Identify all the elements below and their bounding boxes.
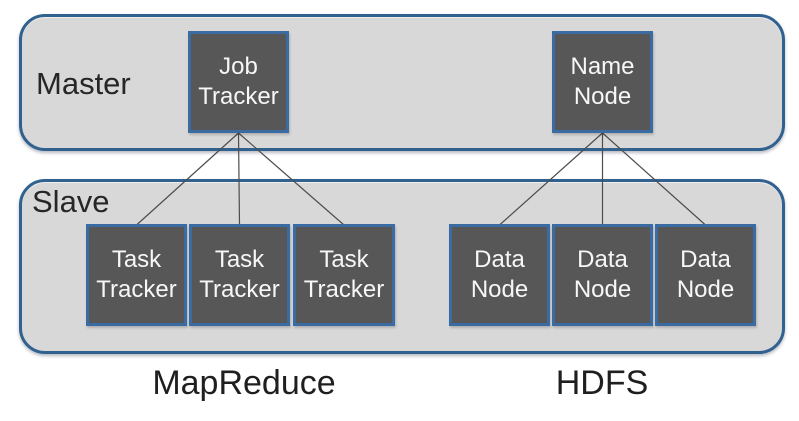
node-label-line: Node	[470, 276, 529, 303]
node-label-line: Tracker	[96, 276, 177, 303]
node-task-tracker-1: Task Tracker	[86, 224, 187, 326]
node-label-line: Tracker	[198, 83, 279, 110]
node-label-line: Node	[676, 276, 735, 303]
node-label-line: Tracker	[199, 276, 280, 303]
node-label-line: Task	[319, 246, 369, 273]
mapreduce-label: MapReduce	[152, 364, 336, 402]
master-band	[19, 14, 785, 151]
node-label-line: Data	[577, 246, 628, 273]
master-band-label: Master	[36, 66, 131, 101]
node-data-node-3: Data Node	[655, 224, 756, 326]
node-data-node-2: Data Node	[552, 224, 653, 326]
node-label-line: Tracker	[303, 276, 385, 303]
node-task-tracker-2: Task Tracker	[189, 224, 290, 326]
node-label-line: Task	[111, 246, 162, 273]
node-label-line: Node	[573, 276, 632, 303]
slave-band-label: Slave	[32, 184, 110, 219]
node-label-line: Data	[474, 246, 525, 273]
node-job-tracker: Job Tracker	[188, 31, 289, 133]
node-name-node: Name Node	[552, 31, 653, 133]
node-label-line: Data	[680, 246, 731, 273]
node-label-line: Name	[570, 53, 635, 80]
node-data-node-1: Data Node	[449, 224, 550, 326]
node-task-tracker-3: Task Tracker	[293, 224, 395, 326]
node-label-line: Node	[573, 83, 632, 110]
node-label-line: Task	[214, 246, 265, 273]
hdfs-label: HDFS	[555, 364, 649, 402]
node-label-line: Job	[219, 53, 258, 80]
